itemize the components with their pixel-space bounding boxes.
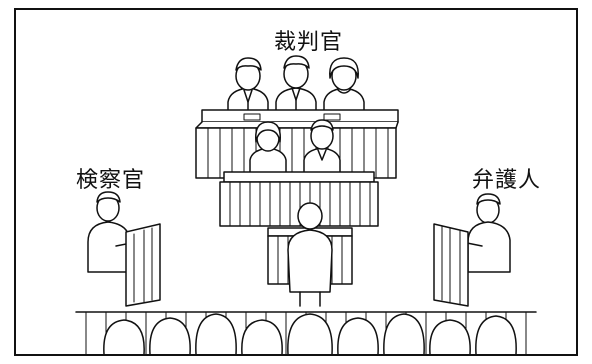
clerk-left bbox=[249, 121, 287, 179]
defense-desk bbox=[433, 223, 469, 307]
courtroom-drawing bbox=[75, 55, 537, 354]
prosecutor-label: 検察官 bbox=[76, 168, 146, 193]
clerks-bench bbox=[219, 171, 379, 227]
judges-label: 裁判官 bbox=[274, 30, 344, 55]
courtroom-illustration: 裁判官 検察官 弁護人 bbox=[14, 8, 578, 356]
defense-label: 弁護人 bbox=[472, 168, 542, 193]
judges-bench bbox=[195, 109, 399, 179]
defense-attorney bbox=[461, 193, 511, 273]
audience bbox=[103, 313, 517, 354]
defendant bbox=[287, 202, 333, 307]
clerk-right bbox=[303, 119, 341, 179]
prosecutor-desk bbox=[125, 223, 161, 307]
